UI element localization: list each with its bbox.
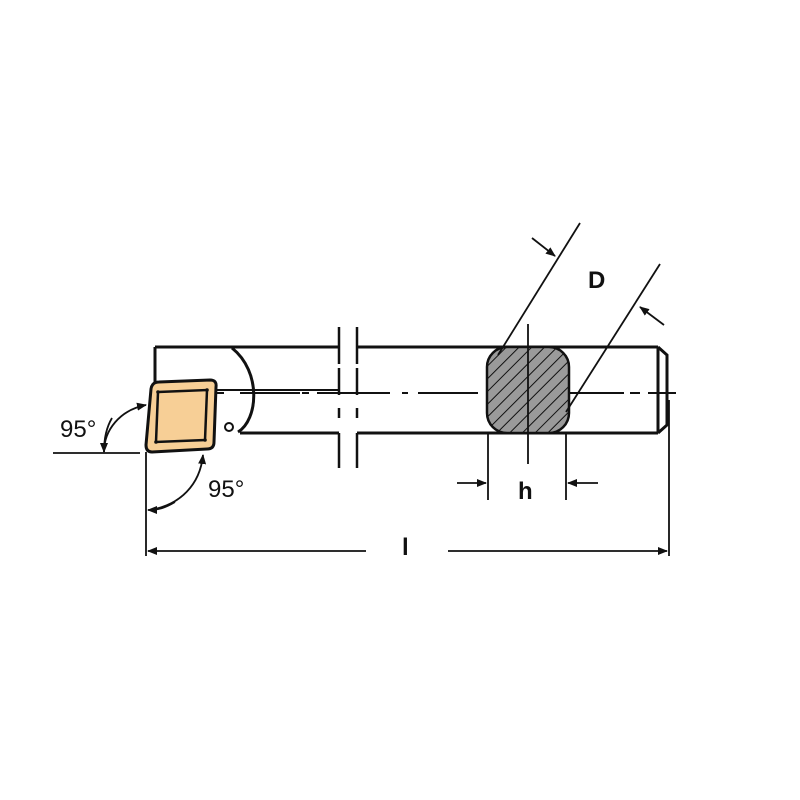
angle-dimensions — [53, 402, 207, 514]
diameter-dimension — [497, 222, 665, 413]
length-label: l — [402, 534, 409, 561]
bar-body — [153, 345, 669, 435]
cross-section — [485, 324, 571, 464]
height-label: h — [518, 478, 533, 505]
height-dimension — [457, 433, 598, 500]
angle-label-bottom: 95° — [208, 476, 245, 503]
square-insert — [144, 378, 218, 454]
angle-label-top: 95° — [60, 416, 97, 443]
diameter-label: D — [588, 267, 606, 294]
screw-hole — [224, 422, 234, 432]
length-dimension — [145, 400, 670, 556]
break-lines — [337, 327, 359, 468]
